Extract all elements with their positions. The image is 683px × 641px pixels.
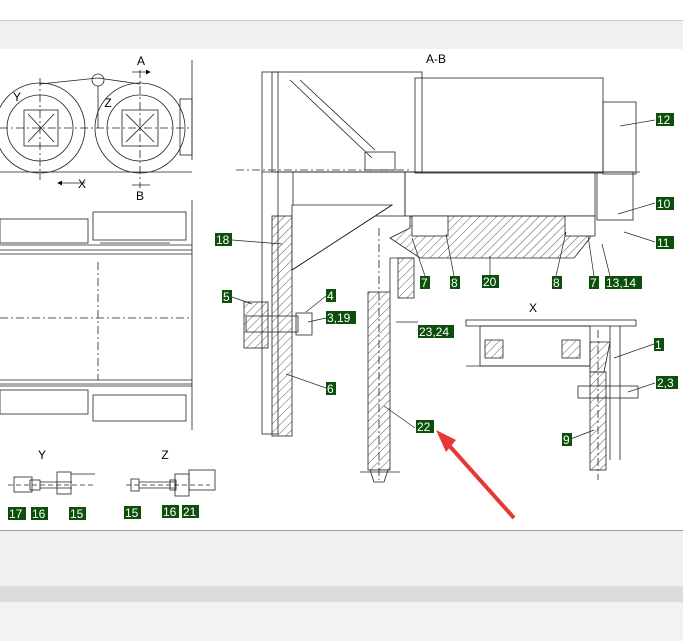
svg-text:9: 9 xyxy=(563,433,570,447)
cut-label-a: A xyxy=(137,54,145,68)
callout-8-right: 8 xyxy=(552,276,562,290)
svg-text:12: 12 xyxy=(657,113,671,127)
svg-text:10: 10 xyxy=(657,197,671,211)
detail-title-x: X xyxy=(529,301,537,315)
callout-11: 11 xyxy=(656,236,674,250)
top-toolbar xyxy=(0,20,683,50)
callout-21: 21 xyxy=(182,505,199,519)
svg-text:13,14: 13,14 xyxy=(606,276,636,290)
detail-title-z: Z xyxy=(161,448,168,462)
bottom-panel xyxy=(0,530,683,587)
callout-20: 20 xyxy=(482,275,499,289)
detail-x xyxy=(465,319,639,480)
svg-text:15: 15 xyxy=(125,506,139,520)
svg-text:21: 21 xyxy=(183,505,197,519)
plan-label-y: Y xyxy=(13,90,21,104)
callout-4: 4 xyxy=(326,289,336,303)
callout-5: 5 xyxy=(222,290,232,304)
svg-text:6: 6 xyxy=(327,382,334,396)
plan-view xyxy=(0,60,193,430)
svg-text:20: 20 xyxy=(483,275,497,289)
callout-12: 12 xyxy=(656,113,674,127)
section-ab xyxy=(236,71,640,483)
callout-16-y: 16 xyxy=(31,507,48,521)
leader-lines xyxy=(231,119,656,441)
svg-text:11: 11 xyxy=(657,236,670,250)
svg-text:8: 8 xyxy=(553,276,560,290)
plan-label-z: Z xyxy=(104,96,111,110)
svg-text:17: 17 xyxy=(9,507,23,521)
svg-text:22: 22 xyxy=(417,420,431,434)
callout-23-24: 23,24 xyxy=(418,325,454,339)
svg-text:1: 1 xyxy=(655,338,662,352)
horizontal-scrollbar[interactable] xyxy=(0,586,683,602)
svg-text:16: 16 xyxy=(32,507,46,521)
callout-16-z: 16 xyxy=(162,505,179,519)
svg-text:15: 15 xyxy=(70,507,84,521)
svg-text:16: 16 xyxy=(163,505,177,519)
red-arrow-annotation xyxy=(436,430,516,520)
svg-text:4: 4 xyxy=(327,289,334,303)
callout-8-left: 8 xyxy=(450,276,460,290)
callout-17: 17 xyxy=(8,507,26,521)
callout-7-left: 7 xyxy=(420,276,430,290)
svg-text:23,24: 23,24 xyxy=(419,325,449,339)
svg-text:7: 7 xyxy=(421,276,428,290)
callout-13-14: 13,14 xyxy=(605,276,642,290)
svg-text:7: 7 xyxy=(590,276,597,290)
callout-10: 10 xyxy=(656,197,674,211)
callout-22: 22 xyxy=(416,420,434,434)
plan-label-x: X xyxy=(78,177,86,191)
callout-7-right: 7 xyxy=(589,276,599,290)
svg-text:8: 8 xyxy=(451,276,458,290)
detail-yz-parts xyxy=(8,469,216,497)
callout-1: 1 xyxy=(654,338,664,352)
callout-3-19: 3,19 xyxy=(326,311,356,325)
callout-18: 18 xyxy=(215,233,232,247)
callout-9: 9 xyxy=(562,433,572,447)
cut-label-b: B xyxy=(136,189,144,203)
detail-title-y: Y xyxy=(38,448,46,462)
svg-text:5: 5 xyxy=(223,290,230,304)
callout-15-y: 15 xyxy=(69,507,86,521)
svg-text:18: 18 xyxy=(216,233,230,247)
callout-15-z: 15 xyxy=(124,506,141,520)
callout-6: 6 xyxy=(326,382,336,396)
svg-text:3,19: 3,19 xyxy=(327,311,351,325)
callout-2-3: 2,3 xyxy=(656,376,678,390)
status-bar xyxy=(0,602,683,641)
svg-text:2,3: 2,3 xyxy=(657,376,674,390)
section-title-ab: A-B xyxy=(426,52,446,66)
